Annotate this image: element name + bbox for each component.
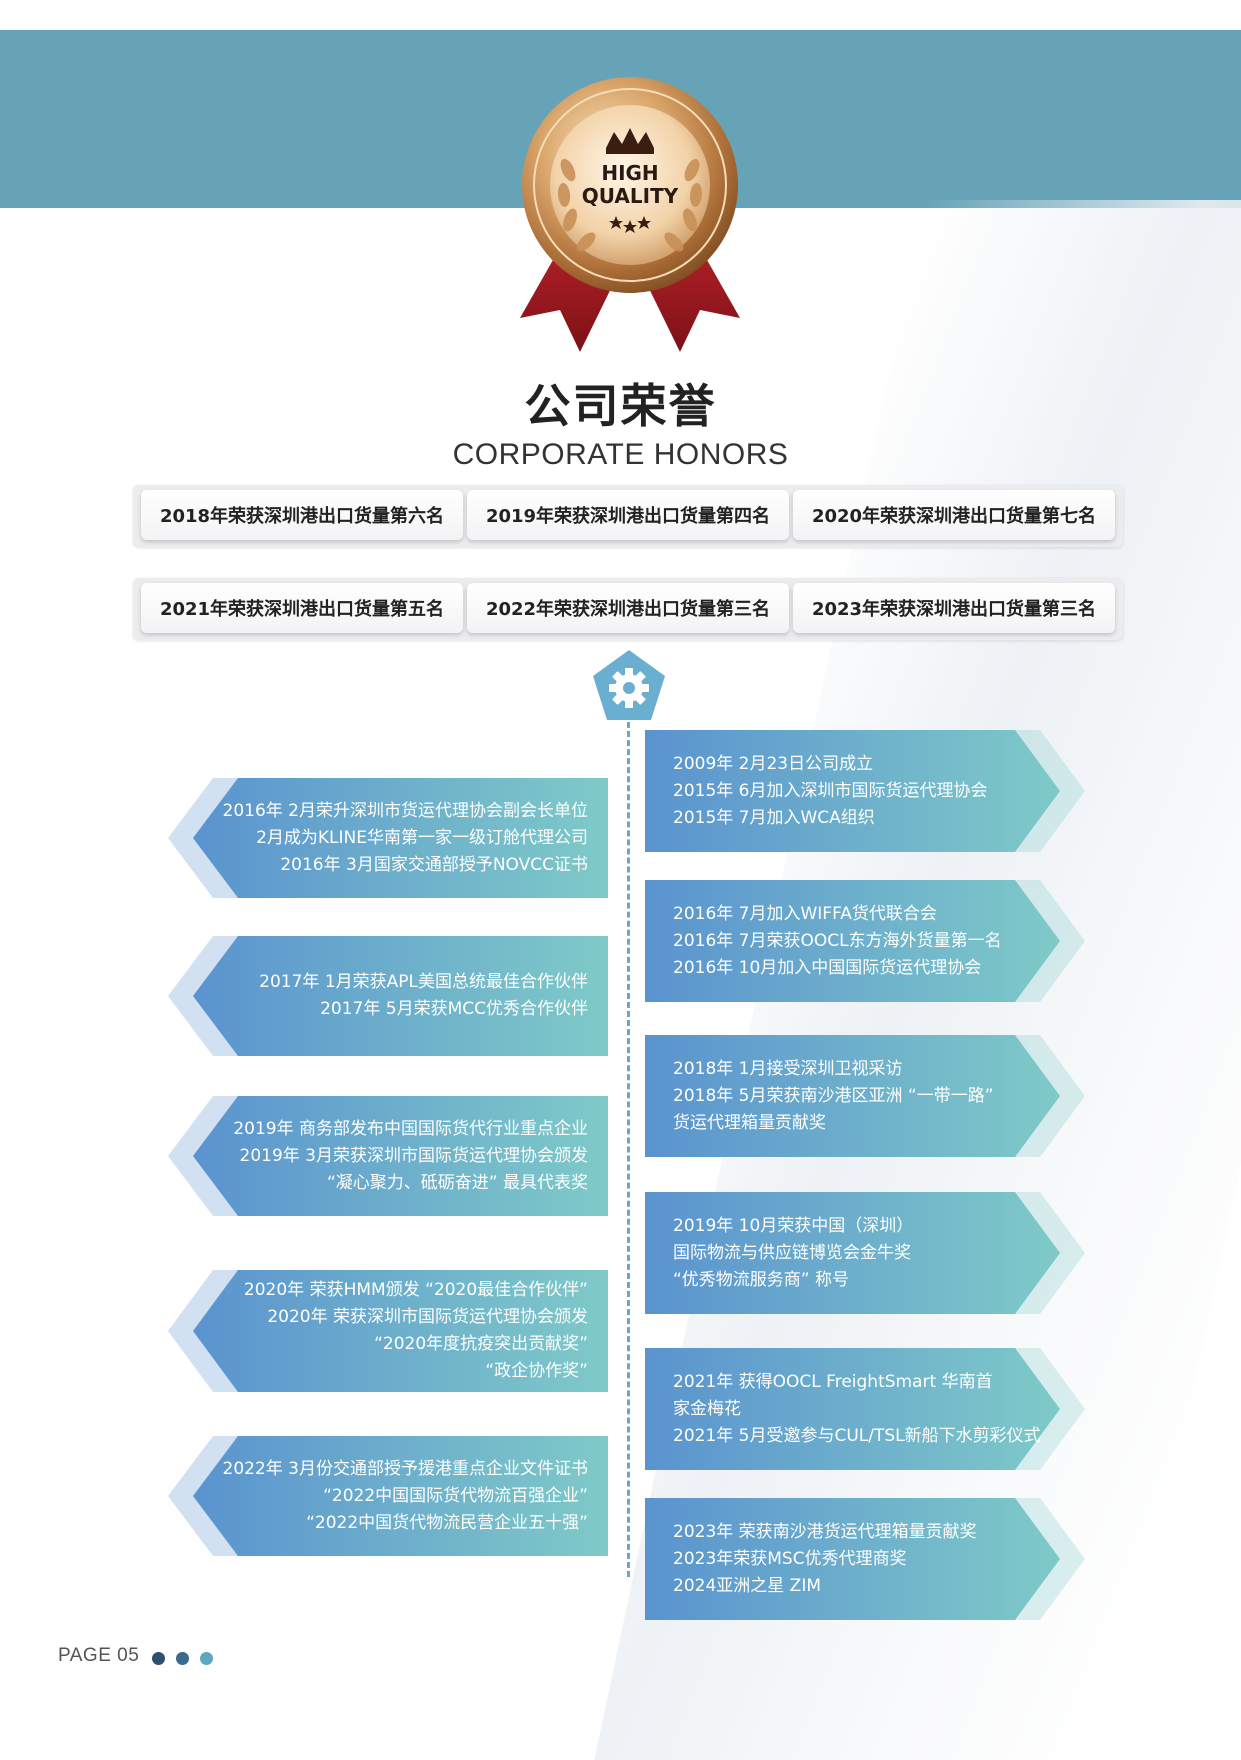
timeline-entry-right: 2021年 获得OOCL FreightSmart 华南首家金梅花 2021年 5… xyxy=(645,1348,1085,1470)
timeline-line-text: 2016年 10月加入中国国际货运代理协会 xyxy=(673,957,982,978)
timeline-line-text: 2009年 2月23日公司成立 xyxy=(673,753,874,774)
page-subtitle: CORPORATE HONORS xyxy=(452,438,789,471)
timeline-entry-text: 2016年 7月加入WIFFA货代联合会 2016年 7月荣获OOCL东方海外货量… xyxy=(673,880,1002,1002)
timeline-line-text: 2017年 1月荣获APL美国总统最佳合作伙伴 xyxy=(259,972,588,992)
timeline-line xyxy=(627,722,630,1577)
timeline-line-text: 2019年 3月荣获深圳市国际货运代理协会颁发 xyxy=(239,1145,588,1166)
page-title: 公司荣誉 xyxy=(524,379,717,433)
timeline-entry-left: 2019年 商务部发布中国国际货代行业重点企业 2019年 3月荣获深圳市国际货运… xyxy=(168,1096,608,1216)
footer-dot xyxy=(176,1652,189,1665)
timeline-line-text: “凝心聚力、砥砺奋进” 最具代表奖 xyxy=(326,1172,588,1193)
timeline-entry-right: 2016年 7月加入WIFFA货代联合会 2016年 7月荣获OOCL东方海外货量… xyxy=(645,880,1085,1002)
medal-line2: QUALITY xyxy=(582,184,679,208)
honors-row-1: 2018年荣获深圳港出口货量第六名 2019年荣获深圳港出口货量第四名 2020… xyxy=(133,485,1123,547)
timeline-line-text: 2021年 获得OOCL FreightSmart 华南首 xyxy=(673,1371,993,1392)
timeline-line-text: 2020年 荣获深圳市国际货运代理协会颁发 xyxy=(267,1307,588,1327)
timeline-line-text: 2016年 7月荣获OOCL东方海外货量第一名 xyxy=(673,930,1002,951)
timeline-entry-right: 2019年 10月荣获中国（深圳） 国际物流与供应链博览会金牛奖 “优秀物流服务商… xyxy=(645,1192,1085,1314)
timeline-line-text: 2月成为KLINE华南第一家一级订舱代理公司 xyxy=(256,827,588,848)
timeline-line-text: 2023年 荣获南沙港货运代理箱量贡献奖 xyxy=(673,1521,977,1542)
honor-box: 2020年荣获深圳港出口货量第七名 xyxy=(793,490,1115,540)
footer-dot xyxy=(152,1652,165,1665)
timeline-entry-left: 2017年 1月荣获APL美国总统最佳合作伙伴 2017年 5月荣获MCC优秀合作… xyxy=(168,936,608,1056)
timeline-entry-text: 2009年 2月23日公司成立 2015年 6月加入深圳市国际货运代理协会 2015… xyxy=(673,730,987,852)
timeline-line-text: 2024亚洲之星 ZIM xyxy=(673,1575,821,1596)
timeline-entry-text: 2022年 3月份交通部授予援港重点企业文件证书 “2022中国国际货代物流百强企… xyxy=(223,1436,588,1556)
honors-row-2: 2021年荣获深圳港出口货量第五名 2022年荣获深圳港出口货量第三名 2023… xyxy=(133,578,1123,640)
timeline-line-text: 2016年 3月国家交通部授予NOVCC证书 xyxy=(280,854,588,875)
timeline-line-text: 2018年 5月荣获南沙港区亚洲 “一带一路” xyxy=(673,1085,994,1106)
timeline-entry-left: 2016年 2月荣升深圳市货运代理协会副会长单位 2月成为KLINE华南第一家一级… xyxy=(168,778,608,898)
timeline-entry-text: 2018年 1月接受深圳卫视采访 2018年 5月荣获南沙港区亚洲 “一带一路” 货… xyxy=(673,1035,994,1157)
high-quality-medal-icon: HIGH QUALITY xyxy=(520,77,740,352)
footer-dot xyxy=(200,1652,213,1665)
honor-box: 2023年荣获深圳港出口货量第三名 xyxy=(793,583,1115,633)
timeline-entry-left: 2022年 3月份交通部授予援港重点企业文件证书 “2022中国国际货代物流百强企… xyxy=(168,1436,608,1556)
timeline-line-text: 2023年荣获MSC优秀代理商奖 xyxy=(673,1548,907,1569)
timeline-line-text: 货运代理箱量贡献奖 xyxy=(673,1112,826,1133)
timeline-entry-text: 2016年 2月荣升深圳市货运代理协会副会长单位 2月成为KLINE华南第一家一级… xyxy=(223,778,588,898)
timeline-entry-text: 2019年 10月荣获中国（深圳） 国际物流与供应链博览会金牛奖 “优秀物流服务商… xyxy=(673,1192,913,1314)
timeline-line-text: 家金梅花 xyxy=(673,1398,741,1419)
honor-box: 2019年荣获深圳港出口货量第四名 xyxy=(467,490,789,540)
gear-icon xyxy=(593,650,665,720)
timeline-line-text: 国际物流与供应链博览会金牛奖 xyxy=(673,1242,911,1263)
timeline-entry-left: 2020年 荣获HMM颁发 “2020最佳合作伙伴” 2020年 荣获深圳市国际货… xyxy=(168,1270,608,1392)
timeline-line-text: “2022中国货代物流民营企业五十强” xyxy=(306,1512,588,1533)
timeline-line-text: 2022年 3月份交通部授予援港重点企业文件证书 xyxy=(222,1458,588,1479)
honor-box: 2021年荣获深圳港出口货量第五名 xyxy=(141,583,463,633)
timeline-line-text: “政企协作奖” xyxy=(485,1361,588,1381)
timeline-line-text: 2021年 5月受邀参与CUL/TSL新船下水剪彩仪式 xyxy=(673,1425,1041,1446)
timeline-line-text: “2020年度抗疫突出贡献奖” xyxy=(374,1334,588,1354)
timeline-line-text: 2016年 2月荣升深圳市货运代理协会副会长单位 xyxy=(222,800,588,821)
timeline-entry-text: 2023年 荣获南沙港货运代理箱量贡献奖 2023年荣获MSC优秀代理商奖 2024… xyxy=(673,1498,977,1620)
timeline-entry-text: 2017年 1月荣获APL美国总统最佳合作伙伴 2017年 5月荣获MCC优秀合作… xyxy=(259,936,588,1056)
honor-box: 2018年荣获深圳港出口货量第六名 xyxy=(141,490,463,540)
medal-line1: HIGH xyxy=(601,161,658,185)
timeline-line-text: 2015年 6月加入深圳市国际货运代理协会 xyxy=(673,780,988,801)
timeline-entry-text: 2020年 荣获HMM颁发 “2020最佳合作伙伴” 2020年 荣获深圳市国际货… xyxy=(244,1270,588,1392)
timeline-entry-right: 2023年 荣获南沙港货运代理箱量贡献奖 2023年荣获MSC优秀代理商奖 2024… xyxy=(645,1498,1085,1620)
timeline-line-text: 2018年 1月接受深圳卫视采访 xyxy=(673,1058,903,1079)
timeline-entry-right: 2009年 2月23日公司成立 2015年 6月加入深圳市国际货运代理协会 2015… xyxy=(645,730,1085,852)
page-number: PAGE 05 xyxy=(58,1645,140,1666)
timeline-line-text: 2016年 7月加入WIFFA货代联合会 xyxy=(673,903,937,924)
timeline-line-text: 2017年 5月荣获MCC优秀合作伙伴 xyxy=(320,999,588,1019)
timeline-entry-text: 2021年 获得OOCL FreightSmart 华南首家金梅花 2021年 5… xyxy=(673,1348,1041,1470)
timeline-line-text: “优秀物流服务商” 称号 xyxy=(673,1269,850,1290)
timeline-entry-right: 2018年 1月接受深圳卫视采访 2018年 5月荣获南沙港区亚洲 “一带一路” 货… xyxy=(645,1035,1085,1157)
timeline-line-text: 2015年 7月加入WCA组织 xyxy=(673,807,875,828)
timeline-line-text: “2022中国国际货代物流百强企业” xyxy=(323,1485,588,1506)
timeline-line-text: 2019年 商务部发布中国国际货代行业重点企业 xyxy=(233,1118,588,1139)
timeline-line-text: 2019年 10月荣获中国（深圳） xyxy=(673,1215,914,1236)
timeline-line-text: 2020年 荣获HMM颁发 “2020最佳合作伙伴” xyxy=(243,1280,588,1300)
timeline-entry-text: 2019年 商务部发布中国国际货代行业重点企业 2019年 3月荣获深圳市国际货运… xyxy=(233,1096,588,1216)
honor-box: 2022年荣获深圳港出口货量第三名 xyxy=(467,583,789,633)
